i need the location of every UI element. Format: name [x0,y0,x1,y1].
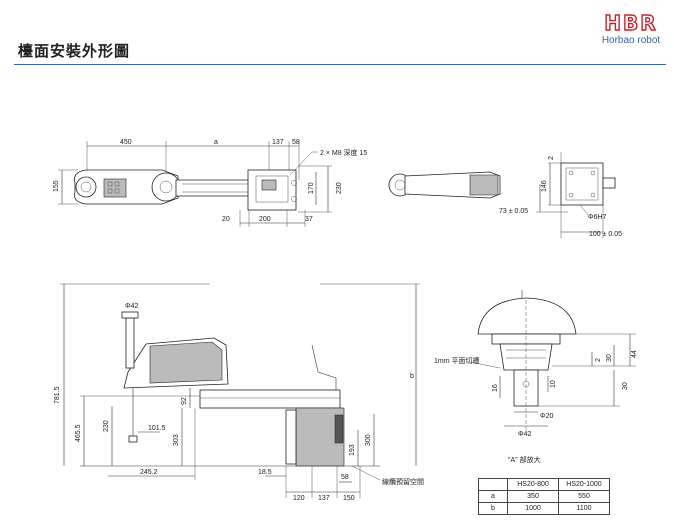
dim-92: 92 [181,397,188,405]
dim-phi6: Φ6H7 [588,214,607,221]
dim-120: 120 [293,495,305,502]
dim-73: 73 ± 0.05 [499,208,528,215]
dim-b: b [410,373,414,380]
table-cell: b [478,502,508,515]
dim-phi20-a: Φ20 [540,413,553,420]
dim-146: 146 [541,180,548,192]
dim-200: 200 [259,216,271,223]
dim-m8: 2 × M8 深度 15 [320,148,367,157]
dim-58: 58 [292,139,300,146]
dim-193: 193 [349,444,356,456]
logo-mark: HBR [604,11,658,35]
dim-16-a: 16 [492,384,499,392]
table-header-row: HS20-800 HS20-1000 [478,478,610,491]
table-header-cell [478,478,508,491]
dim-101: 101.5 [148,425,166,432]
dim-465: 465.5 [75,424,82,442]
table-cell: 1100 [558,502,610,515]
dim-300: 300 [365,434,372,446]
top-view-arm [58,141,332,227]
page-title: 檯面安裝外形圖 [18,42,131,60]
table-row: b 1000 1100 [478,502,610,515]
dim-20: 20 [222,216,230,223]
logo-subtitle: Horbao robot [601,35,661,46]
header-rule [14,64,666,65]
dim-155: 155 [53,180,60,192]
dim-phi42: Φ42 [125,303,138,310]
detail-a-drawing [469,290,636,430]
table-header-cell: HS20-800 [507,478,559,491]
dim-44-a: 44 [631,350,638,358]
compact-top-view [388,152,616,238]
dim-2-a: 2 [595,358,602,362]
dim-2-top: 2 [548,156,555,160]
dim-30-a: 30 [606,354,613,362]
table-cell: 350 [507,490,559,503]
dim-245: 245.2 [140,469,158,476]
dim-37: 37 [305,216,313,223]
dim-18: 18.5 [258,469,272,476]
dim-150: 150 [343,495,355,502]
dim-phi42-a: Φ42 [518,431,531,438]
flat-note: 1mm 平面切槽 [434,356,480,365]
dim-230: 230 [336,182,343,194]
dim-137-front: 137 [318,495,330,502]
detail-caption: "A" 部放大 [508,455,541,464]
table-header-cell: HS20-1000 [558,478,610,491]
dim-450: 450 [120,139,132,146]
front-view-robot [60,283,420,498]
spec-table: HS20-800 HS20-1000 a 350 550 b 1000 1100 [478,478,610,515]
cable-note: 線纜預留空間 [382,477,424,486]
dim-10-a: 10 [550,380,557,388]
hbr-logo: HBR Horbao robot [596,11,666,46]
dim-781: 781.5 [54,386,61,404]
table-cell: 550 [558,490,610,503]
table-row: a 350 550 [478,490,610,503]
dim-303: 303 [173,434,180,446]
dim-a: a [214,139,218,146]
table-cell: a [478,490,508,503]
dim-100: 100 ± 0.05 [589,231,622,238]
dim-58-front: 58 [341,474,349,481]
dim-230: 230 [103,420,110,432]
dim-30b-a: 30 [622,382,629,390]
dim-137: 137 [272,139,284,146]
table-cell: 1000 [507,502,559,515]
dim-170: 170 [308,182,315,194]
